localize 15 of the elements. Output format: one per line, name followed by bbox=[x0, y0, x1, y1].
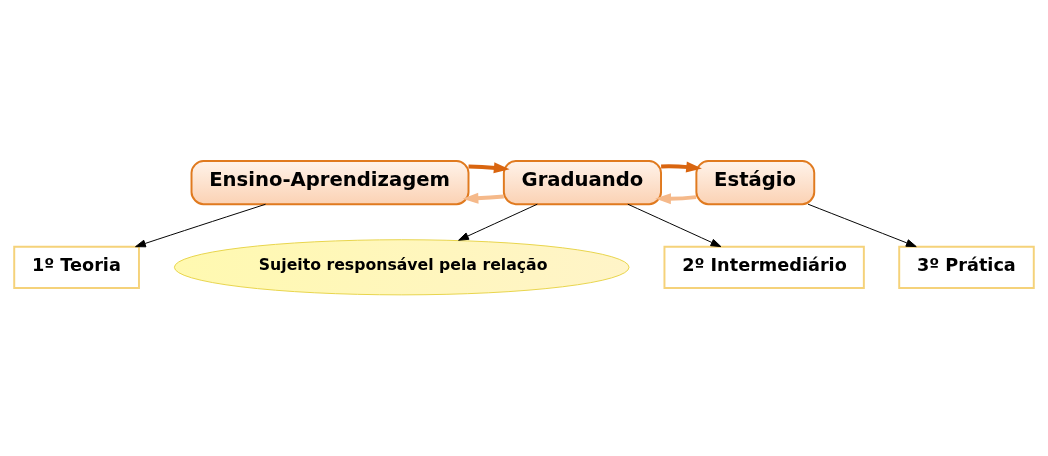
arrow bbox=[661, 161, 702, 173]
node-box: Ensino-Aprendizagem bbox=[190, 159, 470, 206]
arrow bbox=[462, 192, 504, 204]
arrow bbox=[468, 162, 510, 174]
arrow bbox=[627, 203, 722, 248]
node-ellipse: Sujeito responsável pela relação bbox=[173, 239, 630, 296]
node-box: Estágio bbox=[695, 159, 816, 206]
arrow bbox=[135, 203, 266, 248]
node-box: 2º Intermediário bbox=[663, 245, 865, 289]
arrow bbox=[458, 203, 538, 241]
node-box: 3º Prática bbox=[898, 245, 1035, 289]
arrow bbox=[807, 203, 917, 248]
arrow bbox=[655, 193, 697, 205]
node-box: Graduando bbox=[502, 159, 662, 206]
node-box: 1º Teoria bbox=[13, 245, 140, 289]
